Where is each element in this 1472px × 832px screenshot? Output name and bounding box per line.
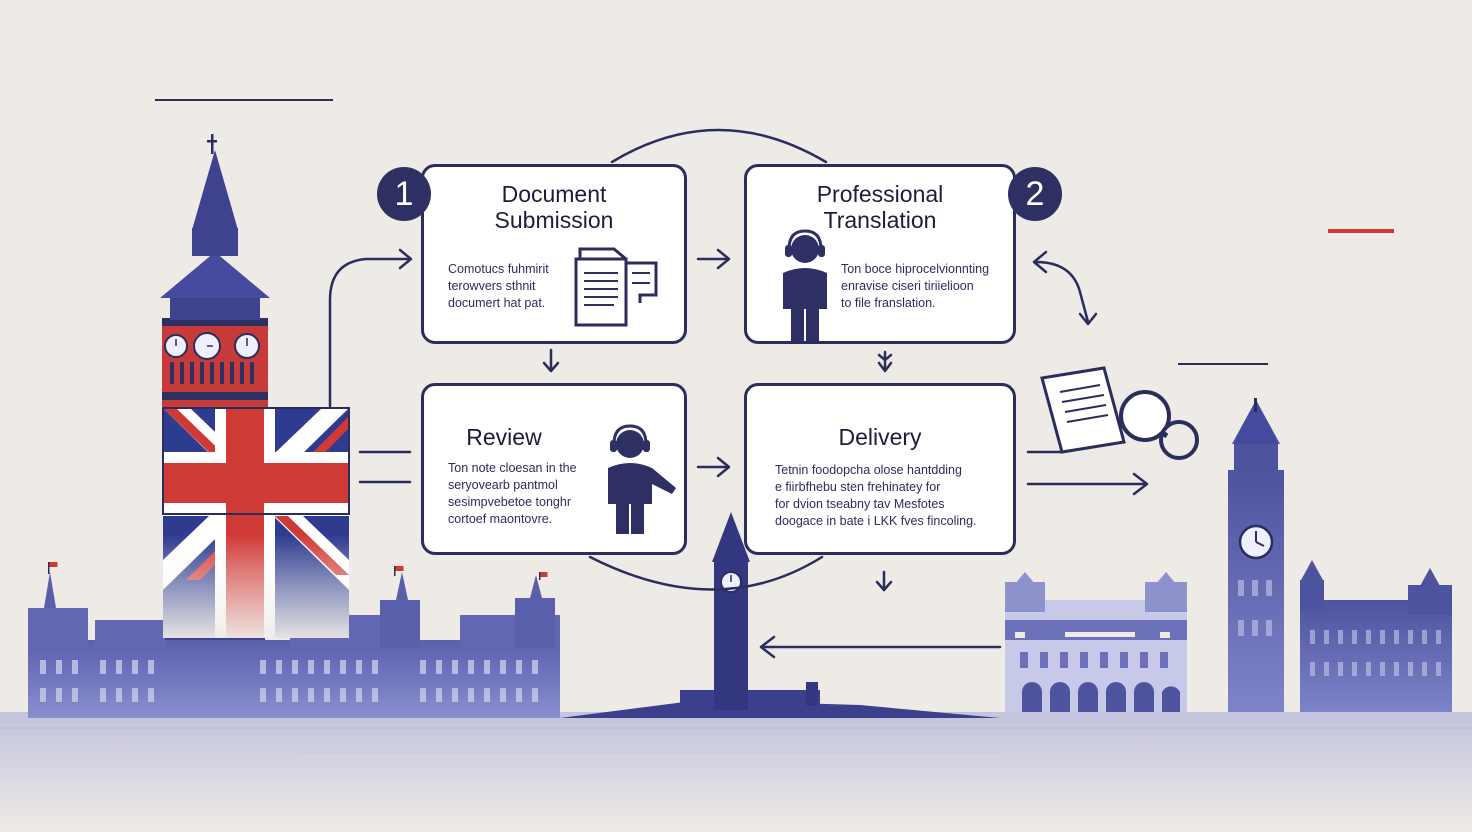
union-jack-flag [163,408,349,638]
step-card-document-submission: Document Submission Comotucs fuhmirit te… [421,164,687,344]
step-description: Ton boce hiprocelvionnting enravise cise… [841,262,990,310]
step-card-professional-translation: Professional Translation Ton boce hiproc… [744,164,1016,344]
step-card-delivery: Delivery Tetnin foodopcha olose hantddin… [744,383,1016,555]
arrow-into-step-1 [328,257,412,408]
step-card-review: Review Ton note cloesan in the seryovear… [421,383,687,555]
loop-arc-top [610,128,828,164]
ground-band [0,712,1472,832]
step-title: Delivery [838,424,922,450]
arrow-right-curve [1034,260,1090,324]
flow-connectors [328,128,1149,659]
document-magnifier-icon [1040,366,1199,460]
loop-arc-bottom [588,555,824,591]
document-icon [574,247,658,327]
translator-headset-icon [783,229,827,341]
center-clock-tower [560,512,1000,718]
step-title: Professional Translation [816,181,944,233]
step-title: Review [466,424,542,450]
step-badge-2: 2 [1008,167,1062,221]
step-badge-1: 1 [377,167,431,221]
step-title: Document Submission [494,181,614,233]
left-parliament-building [28,562,560,718]
palace-of-westminster [1005,398,1452,712]
reviewer-headset-icon [608,424,676,534]
step-description: Tetnin foodopcha olose hantdding e fiirb… [775,463,977,528]
step-description: Comotucs fuhmirit terowvers sthnit docum… [448,262,549,310]
step-description: Ton note cloesan in the seryovearb pantm… [448,461,577,526]
